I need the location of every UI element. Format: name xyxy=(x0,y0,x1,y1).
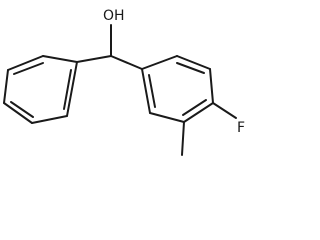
bond-ring-to-fluorine xyxy=(212,102,237,119)
bond-phenyl-to-carbinol xyxy=(76,55,112,63)
molecule-structure: OH F xyxy=(3,8,245,156)
hydroxyl-label: OH xyxy=(103,8,125,24)
bond xyxy=(7,55,44,71)
bond xyxy=(141,55,178,70)
bond xyxy=(66,61,78,117)
fluoro-methyl-phenyl-ring xyxy=(141,55,214,123)
bond xyxy=(42,55,78,63)
phenyl-ring xyxy=(3,55,78,124)
double-bond-inner xyxy=(10,101,34,118)
double-bond-inner xyxy=(63,69,72,110)
bond xyxy=(149,112,185,123)
double-bond-inner xyxy=(148,74,156,108)
double-bond-inner xyxy=(13,62,44,75)
double-bond-inner xyxy=(176,62,205,74)
bond xyxy=(3,69,9,104)
bond xyxy=(183,102,214,123)
double-bond-inner xyxy=(182,99,207,116)
bond xyxy=(209,68,214,104)
methyl-bond xyxy=(181,121,185,156)
fluorine-label: F xyxy=(237,120,245,136)
bond xyxy=(176,55,211,70)
bond xyxy=(31,115,68,124)
structure-canvas: OH F xyxy=(3,8,245,156)
bond xyxy=(141,68,151,114)
bond xyxy=(3,102,33,124)
bond-carbinol-to-aryl xyxy=(110,55,143,70)
